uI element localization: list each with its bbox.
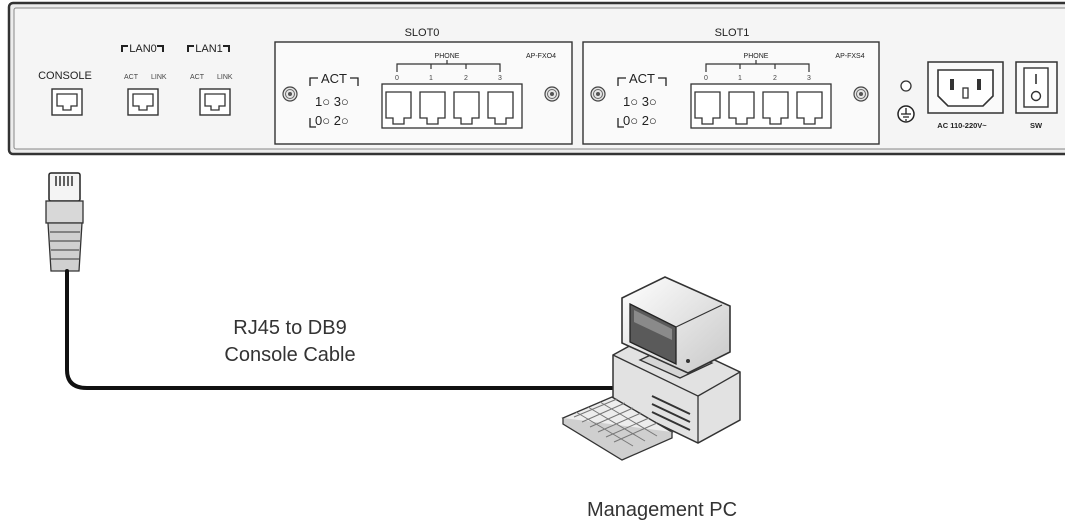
rj45-plug-icon [45, 172, 84, 272]
slot0-port-num: 1 [429, 75, 433, 82]
slot0-title: SLOT0 [405, 27, 440, 39]
slot0-port-num: 0 [395, 75, 399, 82]
screw-icon [282, 86, 298, 102]
screw-icon [544, 86, 560, 102]
lan0-bracket [121, 45, 164, 52]
console-port[interactable]: CONSOLE [38, 70, 92, 116]
switch-label: SW [1030, 121, 1043, 130]
rj45-port-icon [127, 88, 159, 116]
console-cable-line [65, 269, 614, 390]
screw-icon [853, 86, 869, 102]
slot1-module-name: AP-FXS4 [835, 53, 864, 60]
slot0-phone-label: PHONE [435, 53, 460, 60]
slot1-phone-bracket [705, 60, 810, 72]
lan0-port[interactable]: LAN0 ACT LINK [121, 43, 167, 116]
slot0-act-row1: 1○ 3○ [315, 94, 349, 109]
lan1-link-label: LINK [217, 74, 233, 81]
slot0-act-title: ACT [321, 71, 347, 86]
slot0-phone-ports[interactable] [381, 83, 523, 129]
slot0-module-name: AP-FXO4 [526, 53, 556, 60]
lan0-title: LAN0 [129, 43, 157, 55]
lan0-act-label: ACT [124, 74, 139, 81]
pc-label: Management PC [587, 499, 737, 521]
power-led [900, 80, 912, 92]
lan1-bracket [187, 45, 230, 52]
slot1-title: SLOT1 [715, 27, 750, 39]
lan1-title: LAN1 [195, 43, 223, 55]
slot0-act-row2: 0○ 2○ [315, 113, 349, 128]
slot1-port-num: 1 [738, 75, 742, 82]
cable-label-line2: Console Cable [224, 344, 355, 366]
rj45-port-icon [199, 88, 231, 116]
slot0-act-leds: ACT 1○ 3○ 0○ 2○ [309, 71, 359, 128]
cable-label-line1: RJ45 to DB9 [233, 317, 346, 339]
slot1-phone-label: PHONE [744, 53, 769, 60]
console-label: CONSOLE [38, 70, 92, 82]
rj45-port-icon [51, 88, 83, 116]
rocker-switch-icon[interactable] [1015, 61, 1058, 114]
slot1-act-leds: ACT 1○ 3○ 0○ 2○ [617, 71, 667, 128]
slot0-port-num: 2 [464, 75, 468, 82]
screw-icon [590, 86, 606, 102]
slot0-module: SLOT0 PHONE AP-FXO4 0 1 2 3 ACT 1○ 3○ 0○… [274, 27, 573, 145]
slot0-phone-bracket [396, 60, 501, 72]
slot0-port-num: 3 [498, 75, 502, 82]
lan1-port[interactable]: LAN1 ACT LINK [187, 43, 233, 116]
power-label: AC 110-220V~ [937, 121, 987, 130]
slot1-act-row1: 1○ 3○ [623, 94, 657, 109]
keyboard-icon [561, 396, 674, 461]
slot1-module: SLOT1 PHONE AP-FXS4 0 1 2 3 ACT 1○ 3○ 0○… [582, 27, 880, 145]
power-inlet-icon[interactable] [927, 61, 1004, 114]
slot1-phone-ports[interactable] [690, 83, 832, 129]
slot1-act-row2: 0○ 2○ [623, 113, 657, 128]
computer-icon [612, 276, 741, 444]
cable-label: RJ45 to DB9 Console Cable [224, 317, 355, 366]
lan1-act-label: ACT [190, 74, 205, 81]
lan0-link-label: LINK [151, 74, 167, 81]
slot1-port-num: 3 [807, 75, 811, 82]
slot1-port-num: 2 [773, 75, 777, 82]
slot1-port-num: 0 [704, 75, 708, 82]
slot1-act-title: ACT [629, 71, 655, 86]
ground-icon [897, 105, 915, 123]
